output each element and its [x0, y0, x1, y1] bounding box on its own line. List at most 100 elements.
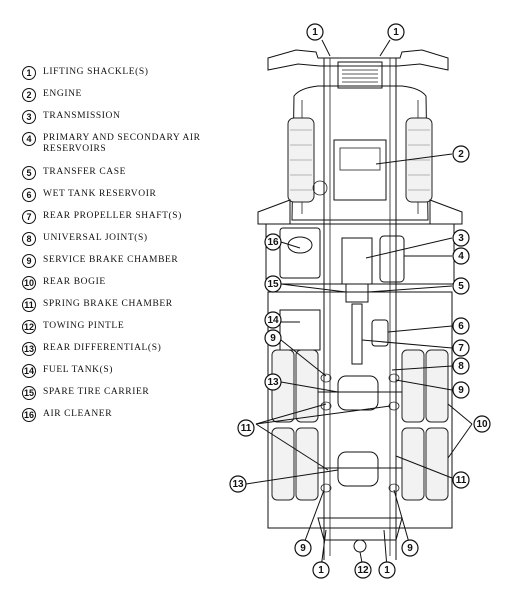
legend-label: REAR PROPELLER SHAFT(S): [43, 211, 182, 221]
propeller-shaft: [351, 303, 363, 365]
legend-label: ENGINE: [43, 89, 82, 99]
callout-number: 11: [456, 475, 467, 486]
cargo-bed: [267, 291, 453, 529]
legend-label: FUEL TANK(S): [43, 365, 114, 375]
legend-label: SERVICE BRAKE CHAMBER: [43, 255, 179, 265]
legend-item: 1 LIFTING SHACKLE(S): [22, 66, 232, 88]
legend-number: 16: [22, 408, 36, 422]
callout-number: 3: [458, 233, 464, 244]
callout-number: 13: [267, 377, 279, 388]
legend-label: UNIVERSAL JOINT(S): [43, 233, 148, 243]
rear-crossmember: [317, 517, 403, 541]
legend-label: TRANSFER CASE: [43, 167, 127, 177]
callout-10: 10: [473, 415, 491, 433]
radiator: [337, 61, 383, 89]
callout-9: 9: [452, 381, 470, 399]
callout-11: 11: [452, 471, 470, 489]
legend-item: 13 REAR DIFFERENTIAL(S): [22, 342, 232, 364]
callout-number: 9: [458, 385, 464, 396]
wet-tank: [371, 319, 389, 347]
callout-15: 15: [264, 275, 282, 293]
callout-number: 1: [318, 565, 324, 576]
hood: [291, 85, 429, 221]
legend-item: 6 WET TANK RESERVOIR: [22, 188, 232, 210]
callout-number: 1: [384, 565, 390, 576]
callout-8: 8: [452, 357, 470, 375]
callout-number: 12: [357, 565, 369, 576]
callout-2: 2: [452, 145, 470, 163]
legend-label: PRIMARY AND SECONDARY AIR RESERVOIRS: [43, 133, 201, 154]
legend-number: 4: [22, 132, 36, 146]
callout-9: 9: [264, 329, 282, 347]
callout-number: 6: [458, 321, 464, 332]
callout-9: 9: [294, 539, 312, 557]
callout-12: 12: [354, 561, 372, 579]
legend-number: 15: [22, 386, 36, 400]
legend-label: AIR CLEANER: [43, 409, 113, 419]
legend-number: 7: [22, 210, 36, 224]
callout-number: 14: [267, 315, 279, 326]
legend-item: 12 TOWING PINTLE: [22, 320, 232, 342]
legend-label: LIFTING SHACKLE(S): [43, 67, 149, 77]
callout-number: 1: [393, 27, 399, 38]
legend-number: 1: [22, 66, 36, 80]
callout-16: 16: [264, 233, 282, 251]
legend-item: 16 AIR CLEANER: [22, 408, 232, 430]
legend-item: 10 REAR BOGIE: [22, 276, 232, 298]
callout-11: 11: [237, 419, 255, 437]
legend-label: TRANSMISSION: [43, 111, 121, 121]
callout-number: 15: [267, 279, 279, 290]
callout-number: 9: [407, 543, 413, 554]
legend-item: 4 PRIMARY AND SECONDARY AIR RESERVOIRS: [22, 132, 232, 166]
legend-label: REAR BOGIE: [43, 277, 106, 287]
callout-1: 1: [378, 561, 396, 579]
legend-number: 12: [22, 320, 36, 334]
spare-tire: [287, 236, 313, 254]
legend-label: REAR DIFFERENTIAL(S): [43, 343, 162, 353]
legend-number: 9: [22, 254, 36, 268]
legend-item: 5 TRANSFER CASE: [22, 166, 232, 188]
air-cleaner: [279, 227, 321, 279]
legend-item: 9 SERVICE BRAKE CHAMBER: [22, 254, 232, 276]
callout-number: 4: [458, 251, 464, 262]
legend-number: 14: [22, 364, 36, 378]
transfer-case: [345, 283, 369, 303]
callout-1: 1: [312, 561, 330, 579]
legend-item: 7 REAR PROPELLER SHAFT(S): [22, 210, 232, 232]
legend-number: 10: [22, 276, 36, 290]
callout-number: 9: [270, 333, 276, 344]
callout-number: 8: [458, 361, 464, 372]
callout-3: 3: [452, 229, 470, 247]
legend-number: 5: [22, 166, 36, 180]
callout-1: 1: [387, 23, 405, 41]
legend-label: TOWING PINTLE: [43, 321, 125, 331]
callout-number: 16: [267, 237, 279, 248]
callout-7: 7: [452, 339, 470, 357]
callout-5: 5: [452, 277, 470, 295]
callout-4: 4: [452, 247, 470, 265]
callout-number: 11: [241, 423, 252, 434]
legend-number: 6: [22, 188, 36, 202]
legend-number: 13: [22, 342, 36, 356]
callout-number: 10: [476, 419, 488, 430]
callout-number: 9: [300, 543, 306, 554]
engine: [333, 139, 387, 201]
callout-6: 6: [452, 317, 470, 335]
legend-label: WET TANK RESERVOIR: [43, 189, 157, 199]
callout-number: 5: [458, 281, 464, 292]
callout-number: 7: [458, 343, 464, 354]
legend-item: 8 UNIVERSAL JOINT(S): [22, 232, 232, 254]
callout-number: 1: [312, 27, 318, 38]
air-reservoirs: [379, 235, 405, 283]
legend-number: 8: [22, 232, 36, 246]
front-bumper: [267, 49, 449, 71]
callout-13: 13: [264, 373, 282, 391]
callout-9: 9: [401, 539, 419, 557]
